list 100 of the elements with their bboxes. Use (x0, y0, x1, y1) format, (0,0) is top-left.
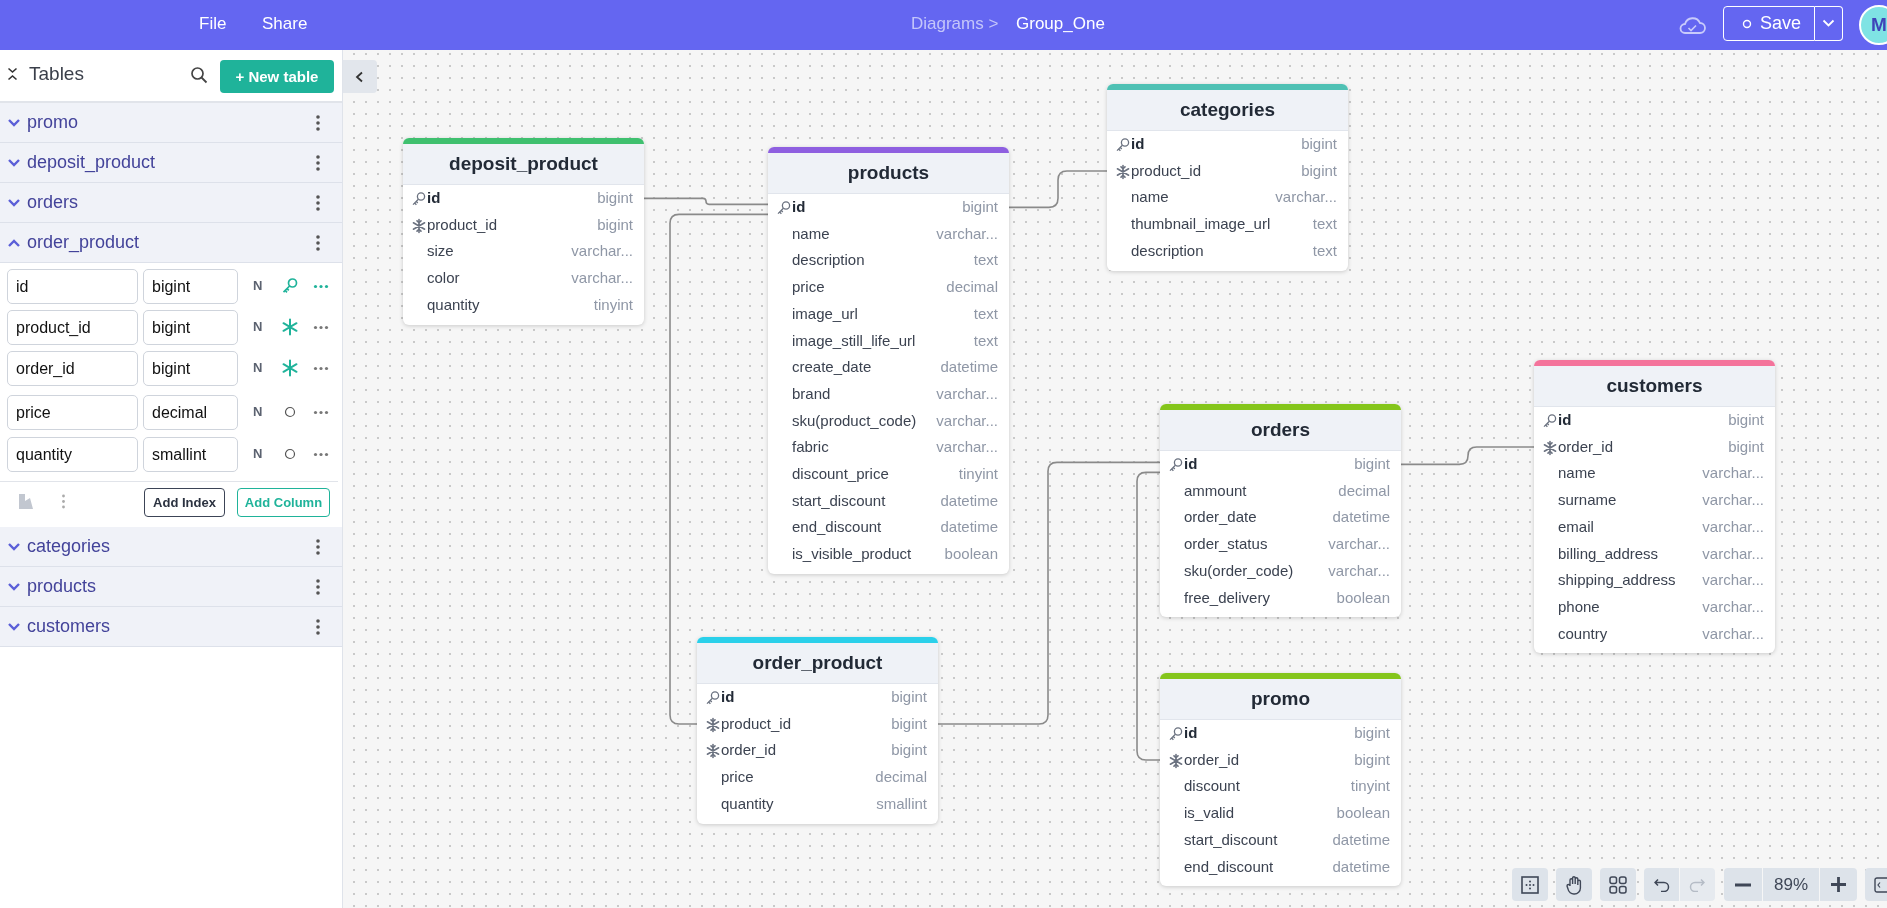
column-name-field: quantity (7, 437, 138, 472)
column-type: decimal (875, 768, 927, 786)
column-name: quantity (427, 295, 480, 313)
column-type: boolean (1336, 588, 1390, 606)
column-type: bigint (1354, 724, 1390, 741)
column-type: text (1312, 215, 1337, 233)
table-header: products (768, 147, 1009, 194)
column-type: varchar... (571, 269, 633, 287)
zoom-level: 89% (1763, 868, 1819, 901)
column-name: id (1184, 724, 1198, 741)
table-card (768, 147, 1009, 574)
column-type-field: bigint (143, 269, 238, 304)
column-type: bigint (1301, 135, 1337, 152)
table-name: products (27, 576, 97, 597)
relationship-line (937, 461, 1161, 725)
nullable-toggle: N (253, 319, 263, 334)
save-button: Save (1723, 6, 1815, 41)
table-name: deposit_product (27, 152, 156, 173)
table-card (697, 637, 938, 824)
column-name: order_status (1184, 535, 1268, 553)
column-type: varchar... (936, 224, 998, 242)
table-header: categories (1107, 84, 1348, 131)
avatar: M (1859, 5, 1887, 45)
column-name-field: price (7, 395, 138, 430)
nullable-toggle: N (253, 404, 263, 419)
column-type: datetime (1332, 857, 1390, 875)
panel-title: Tables (29, 63, 84, 85)
table-name: orders (27, 192, 79, 213)
column-name: id (1131, 135, 1145, 152)
column-name: description (1131, 241, 1204, 259)
column-name: shipping_address (1558, 571, 1676, 589)
column-type: bigint (962, 198, 998, 215)
column-type: text (973, 331, 998, 349)
column-type: text (1312, 241, 1337, 259)
column-name: brand (792, 384, 831, 402)
column-type: varchar... (1702, 517, 1764, 535)
column-type: datetime (1332, 508, 1390, 526)
menu-item: Share (262, 14, 308, 34)
column-type: bigint (1301, 161, 1337, 179)
relationship-line (1008, 170, 1108, 209)
column-type-field: bigint (143, 351, 238, 386)
column-name: start_discount (792, 491, 886, 509)
column-name: order_date (1184, 508, 1257, 526)
column-name: sku(order_code) (1184, 561, 1294, 579)
column-type: datetime (940, 518, 998, 536)
column-name: country (1558, 624, 1608, 642)
column-name: product_id (721, 714, 792, 732)
column-name: order_id (1184, 750, 1240, 768)
column-type: bigint (891, 688, 927, 705)
column-name: product_id (427, 215, 498, 233)
column-type: decimal (946, 278, 998, 296)
relationship-line (643, 197, 769, 206)
column-name: product_id (1131, 161, 1202, 179)
column-type-field: decimal (143, 395, 238, 430)
column-type: varchar... (1275, 188, 1337, 206)
column-name: name (1558, 464, 1596, 482)
add-index-button: Add Index (144, 488, 225, 517)
table-name: customers (27, 616, 111, 637)
column-type: bigint (1354, 750, 1390, 768)
table-header: orders (1160, 404, 1401, 451)
add-column-button: Add Column (237, 488, 330, 517)
column-name: price (721, 768, 754, 786)
column-type-field: smallint (143, 437, 238, 472)
table-card (1160, 673, 1401, 887)
column-type: bigint (597, 189, 633, 206)
column-name: billing_address (1558, 544, 1659, 562)
table-card (1534, 360, 1775, 654)
diagram-title: Group_One (1016, 14, 1105, 34)
relationship-line (669, 213, 769, 725)
column-name: image_url (792, 304, 858, 322)
column-type: boolean (944, 545, 998, 563)
column-name: price (792, 278, 825, 296)
column-type: tinyint (1350, 777, 1390, 795)
column-name: id (792, 198, 806, 215)
column-name: free_delivery (1184, 588, 1270, 606)
column-name: thumbnail_image_url (1131, 215, 1271, 233)
column-type: datetime (940, 358, 998, 376)
column-name: color (427, 269, 460, 287)
column-type: varchar... (571, 242, 633, 260)
column-name: id (1184, 455, 1198, 472)
table-name: promo (27, 112, 79, 133)
column-type: varchar... (1702, 464, 1764, 482)
column-name: sku(product_code) (792, 411, 917, 429)
column-name: phone (1558, 597, 1600, 615)
column-type: bigint (891, 714, 927, 732)
column-type: varchar... (936, 411, 998, 429)
column-name: quantity (721, 794, 774, 812)
column-name: is_valid (1184, 804, 1235, 822)
column-name: id (721, 688, 735, 705)
column-type: varchar... (1702, 624, 1764, 642)
column-type: varchar... (1702, 571, 1764, 589)
column-name: id (427, 189, 441, 206)
column-type: varchar... (1702, 544, 1764, 562)
column-name: name (792, 224, 830, 242)
column-type: bigint (1728, 411, 1764, 428)
column-name: start_discount (1184, 830, 1278, 848)
column-type-field: bigint (143, 310, 238, 345)
column-name: fabric (792, 438, 829, 456)
column-type: boolean (1336, 804, 1390, 822)
table-card (403, 138, 644, 325)
